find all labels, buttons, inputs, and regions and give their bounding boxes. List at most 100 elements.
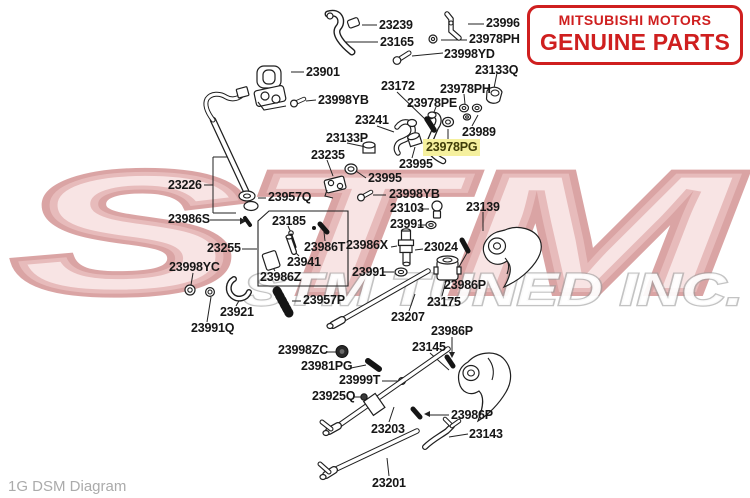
shift-fork-23145	[457, 352, 512, 423]
part-label: 23981PG	[301, 359, 353, 373]
part-label: 23995	[368, 171, 402, 185]
part-label: 23991	[390, 217, 424, 231]
part-label: 23978PH	[440, 82, 491, 96]
part-label: 23957P	[303, 293, 345, 307]
nut-23998zc	[335, 345, 349, 358]
rail-23207	[326, 268, 431, 330]
part-label: 23239	[379, 18, 413, 32]
bushing-23995-a	[406, 132, 423, 148]
ring-23991-b	[394, 267, 408, 277]
cup-23133q	[485, 86, 503, 104]
stm-watermark: STM STM TUNED INC.	[10, 133, 747, 333]
bolt-23978ph-top	[428, 34, 438, 44]
part-label: 23139	[466, 200, 500, 214]
part-label: 23103	[390, 201, 424, 215]
bracket-23996	[444, 11, 462, 41]
part-label: 23957Q	[268, 190, 312, 204]
genuine-parts-badge: MITSUBISHI MOTORS GENUINE PARTS	[526, 5, 743, 65]
part-label: 23999T	[339, 373, 381, 387]
washer-23989	[471, 103, 483, 113]
part-label: 23986P	[444, 278, 486, 292]
roll-pin-23986p-a	[459, 237, 471, 254]
plunger-switch-23986x-23024	[397, 228, 415, 267]
pin-23981pg	[365, 358, 382, 372]
part-label: 23201	[372, 476, 406, 490]
bolt-23998yb-2	[357, 189, 374, 202]
part-label: 23133P	[326, 131, 368, 145]
roll-pin-23986p-c	[410, 406, 423, 420]
clip-23921	[225, 276, 252, 302]
part-label: 23925Q	[312, 389, 356, 403]
part-label: 23998YB	[389, 187, 440, 201]
part-label: 23978PG	[423, 139, 481, 156]
fork-lever-23143	[422, 416, 462, 450]
part-label: 23996	[486, 16, 520, 30]
hub-23175	[433, 255, 462, 281]
part-label: 23255	[207, 241, 241, 255]
part-label: 23172	[381, 79, 415, 93]
bolt-23998yd	[392, 50, 412, 65]
part-shapes	[184, 9, 542, 481]
washers-23978ph	[458, 103, 472, 121]
part-label: 23203	[371, 422, 405, 436]
part-label: 23024	[424, 240, 458, 254]
part-label: 23986Z	[260, 270, 302, 284]
bracket-23235	[323, 175, 347, 199]
plunger-23941	[285, 234, 297, 255]
diagram-caption: 1G DSM Diagram	[8, 478, 127, 495]
part-label: 23941	[287, 255, 321, 269]
rail-23203	[319, 346, 451, 437]
part-label: 23986P	[451, 408, 493, 422]
shift-finger-23172	[426, 111, 447, 165]
rail-23201	[317, 428, 420, 481]
shift-fork-23139	[482, 226, 542, 289]
pad-23986z	[261, 250, 281, 271]
washers-23998yc-23991q	[184, 284, 216, 298]
ring-23991-a	[425, 220, 437, 230]
interlock-box	[257, 210, 349, 287]
part-label: 23145	[412, 340, 446, 354]
part-label: 23241	[355, 113, 389, 127]
part-label: 23986X	[346, 238, 388, 252]
part-label: 23998YD	[444, 47, 495, 61]
part-label: 23998YC	[169, 260, 220, 274]
bolt-23998yb-top	[290, 96, 307, 108]
part-label: 23986S	[168, 212, 210, 226]
watermark-word: STM	[14, 137, 743, 329]
part-label: 23989	[462, 125, 496, 139]
part-label: 23185	[272, 214, 306, 228]
part-label: 23921	[220, 305, 254, 319]
part-label: 23235	[311, 148, 345, 162]
part-label: 23143	[469, 427, 503, 441]
part-label: 23165	[380, 35, 414, 49]
part-label: 23978PE	[407, 96, 458, 110]
bolt-23925q	[360, 393, 368, 401]
part-label: 23998ZC	[278, 343, 329, 357]
part-label: 23226	[168, 178, 202, 192]
part-label: 23978PH	[469, 32, 520, 46]
seal-23978pg	[441, 116, 455, 128]
part-label: 23133Q	[475, 63, 519, 77]
badge-line1: MITSUBISHI MOTORS	[558, 12, 712, 28]
part-label: 23986T	[304, 240, 346, 254]
bushing-23133p	[362, 141, 376, 154]
bracket-23901	[253, 65, 287, 111]
part-label: 23991	[352, 265, 386, 279]
selector-shaft-23226	[203, 86, 259, 227]
badge-line2: GENUINE PARTS	[539, 29, 730, 55]
ball-stud-23103	[431, 200, 443, 219]
part-label: 23901	[306, 65, 340, 79]
pin-23978pe	[424, 116, 437, 133]
shift-lever-23165	[324, 9, 356, 56]
seal-23995-b	[344, 163, 358, 175]
part-label: 23175	[427, 295, 461, 309]
part-label: 23207	[391, 310, 425, 324]
pin-23986t	[312, 221, 330, 235]
part-label: 23995	[399, 157, 433, 171]
roll-pin-23986p-b	[444, 354, 456, 369]
spring-23957p	[272, 286, 294, 318]
part-label: 23986P	[431, 324, 473, 338]
cap-23239	[346, 17, 361, 29]
